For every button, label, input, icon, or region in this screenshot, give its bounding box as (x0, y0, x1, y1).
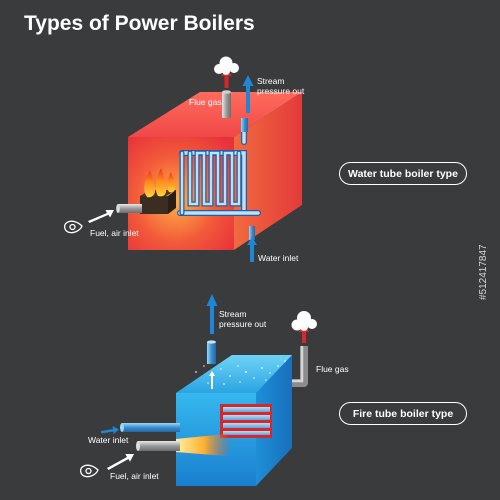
fire-tube-flue-pipe (292, 346, 308, 387)
steam-out-arrow-icon (242, 75, 254, 113)
fuel-inlet-arrow-icon (107, 454, 134, 470)
water-bubbles (195, 360, 286, 385)
furnace-flame (176, 434, 232, 456)
water-tube-fuel-inlet-label: Fuel, air inlet (90, 228, 139, 238)
water-tube-steam-outlet (241, 118, 248, 132)
fuel-inlet-arrow-icon (88, 210, 114, 223)
water-tube-water-inlet-pipe (249, 226, 255, 240)
gas-icon (63, 220, 83, 234)
flame-icon (144, 170, 156, 198)
water-inlet-arrow-icon (101, 426, 119, 434)
smoke-icon (214, 56, 239, 75)
fire-tube-steam-out-label-line1: Stream (219, 309, 247, 319)
water-tube-flue-pipe (222, 92, 231, 118)
water-tube-steam-out-label-line2: pressure out (257, 86, 305, 96)
steam-out-arrow-icon (206, 294, 218, 334)
water-tube-boiler (63, 56, 302, 262)
fire-tube-steam-outlet (207, 342, 216, 364)
fire-tube-type-label: Fire tube boiler type (339, 402, 467, 425)
page-title: Types of Power Boilers (24, 12, 255, 35)
fire-tube-water-inlet-label: Water inlet (88, 435, 129, 445)
water-inlet-arrow-icon (247, 237, 257, 262)
gas-icon (79, 464, 99, 478)
stock-image-id: #512417847 (478, 244, 489, 300)
fire-tube-fuel-inlet-label: Fuel, air inlet (110, 471, 159, 481)
water-tube-water-inlet-label: Water inlet (258, 253, 299, 263)
water-tube-steam-out-label-line1: Stream (257, 76, 285, 86)
fire-tube-steam-out-label-line2: pressure out (219, 319, 267, 329)
fire-tube-fuel-pipe (138, 441, 180, 451)
water-tube-type-label: Water tube boiler type (339, 162, 467, 185)
fire-tube-bank (220, 404, 272, 438)
flame-icon (155, 168, 167, 197)
water-tube-box-top (128, 92, 302, 137)
flame-icon (167, 172, 176, 193)
water-tube-fuel-pipe (118, 204, 142, 213)
burner-block (140, 196, 168, 214)
smoke-icon (291, 311, 317, 331)
fire-tube-water-inlet-pipe (122, 423, 180, 432)
water-tube-flue-gas-label: Flue gas (189, 97, 222, 107)
fire-tube-boiler (79, 294, 317, 486)
fire-tube-flue-gas-label: Flue gas (316, 364, 349, 374)
fire-tube-box-side (256, 355, 292, 486)
